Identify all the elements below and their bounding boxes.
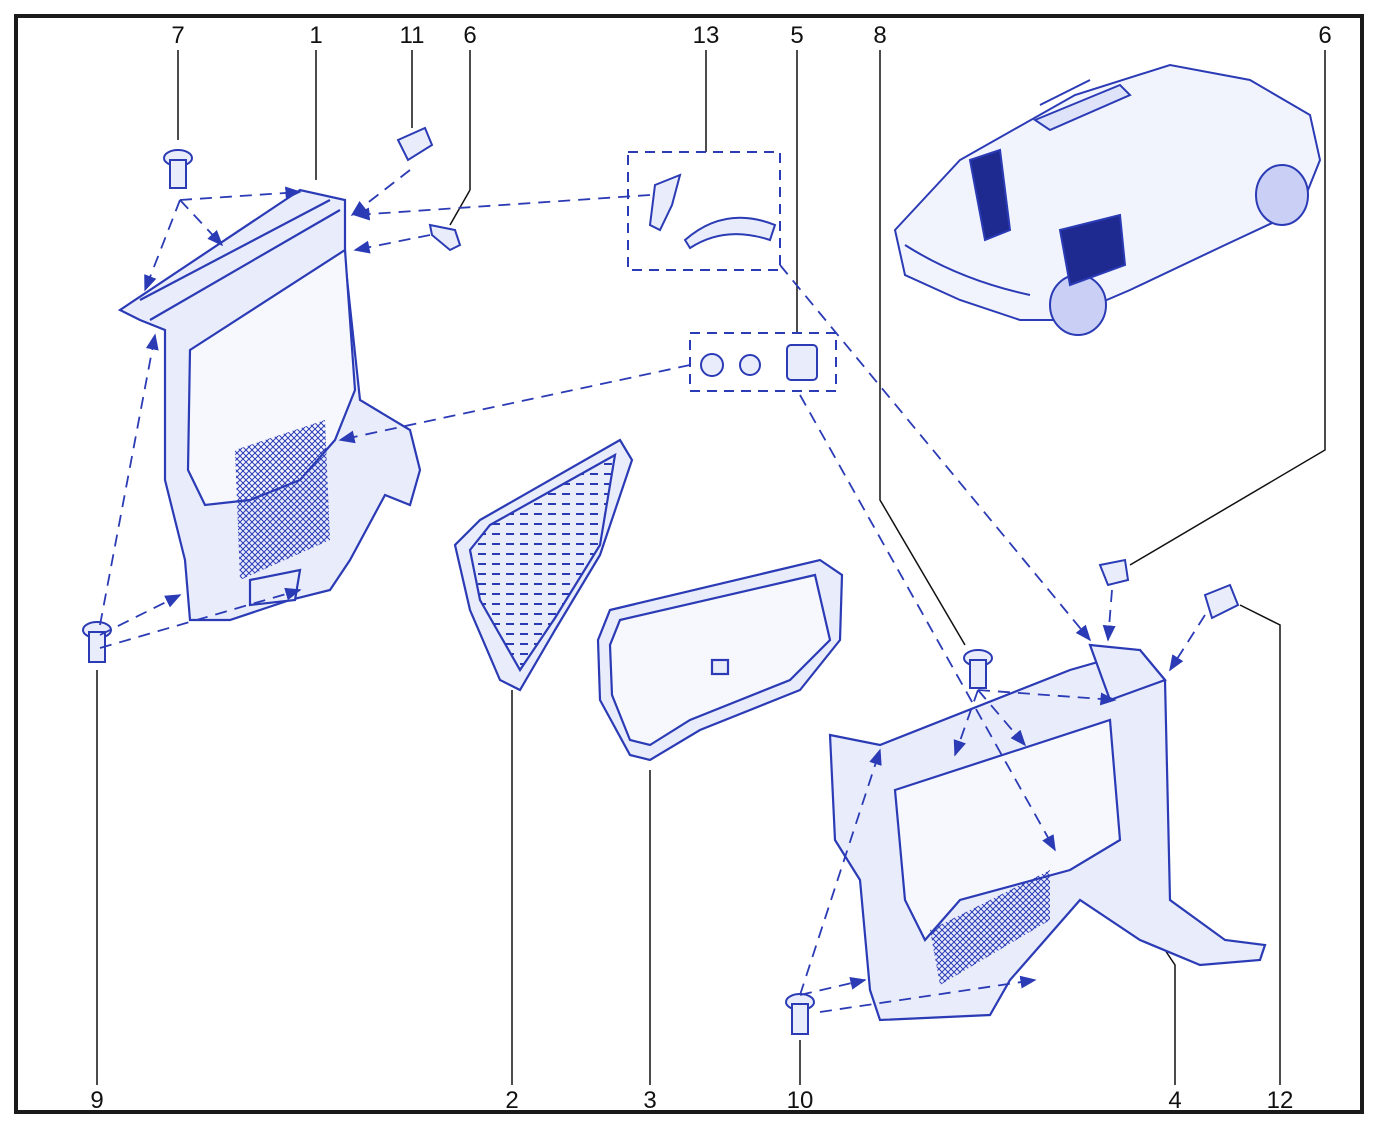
diagram-frame (14, 14, 1364, 1114)
callout-5: 5 (790, 22, 804, 49)
callout-10: 10 (786, 1087, 814, 1114)
callout-1: 1 (309, 22, 323, 49)
callout-6-left: 6 (463, 22, 477, 49)
storage-pocket (596, 558, 844, 762)
clip-7 (163, 149, 193, 189)
fastener-kit-5 (689, 332, 837, 392)
clip-kit-13 (627, 151, 781, 271)
clip-9 (82, 621, 112, 663)
callout-6-right: 6 (1318, 22, 1332, 49)
clip-6-left (428, 223, 462, 252)
callout-7: 7 (171, 22, 185, 49)
rear-side-storage-panel (453, 438, 634, 692)
callout-2: 2 (505, 1087, 519, 1114)
clip-10 (785, 993, 815, 1035)
callout-3: 3 (643, 1087, 657, 1114)
left-rear-quarter-trim (117, 188, 422, 622)
right-rear-quarter-trim (828, 643, 1267, 1022)
clip-12 (1203, 583, 1240, 620)
clip-8 (963, 649, 993, 689)
callout-11: 11 (399, 22, 425, 49)
callout-9: 9 (90, 1087, 104, 1114)
callout-13: 13 (692, 22, 720, 49)
clip-11 (396, 126, 434, 162)
fastener-clips (82, 126, 1240, 1035)
callout-8: 8 (873, 22, 887, 49)
vehicle-reference-illustration (893, 63, 1322, 336)
clip-6-right (1098, 558, 1130, 587)
callout-12: 12 (1266, 1087, 1294, 1114)
callout-4: 4 (1168, 1087, 1182, 1114)
